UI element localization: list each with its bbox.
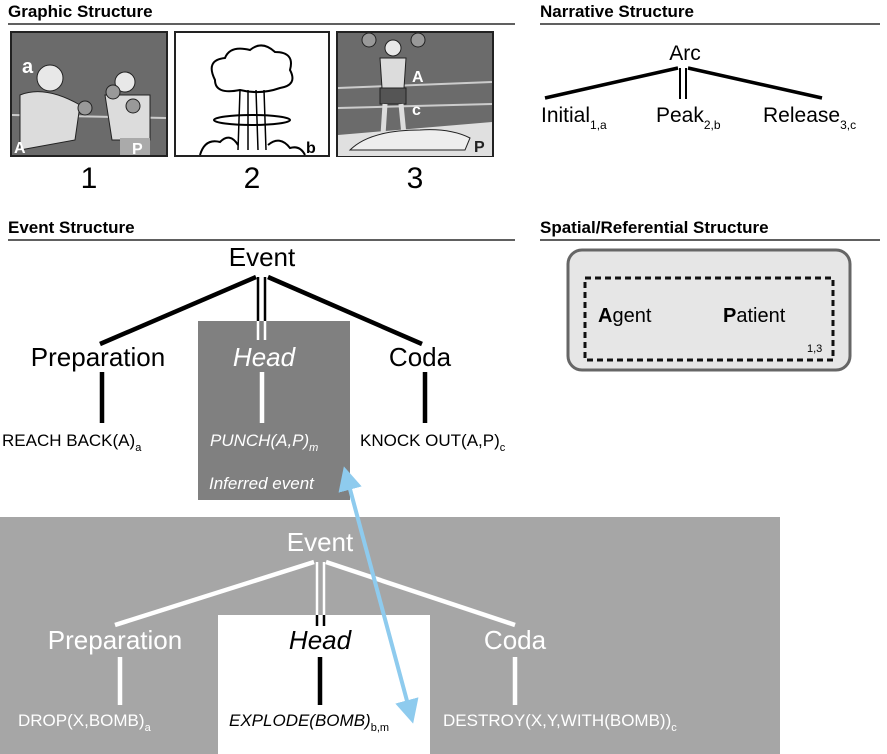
- event-root: Event: [287, 527, 354, 557]
- node-coda: Coda: [389, 342, 452, 372]
- heading-graphic-structure: Graphic Structure: [8, 2, 153, 21]
- comic-panel-3: A c P: [336, 31, 494, 157]
- leaf-punch: PUNCH(A,P)m: [210, 431, 318, 454]
- panel-number-3: 3: [407, 162, 424, 195]
- node-preparation: Preparation: [31, 342, 165, 372]
- head-box: [198, 321, 350, 500]
- heading-event-structure: Event Structure: [8, 218, 135, 237]
- panel-label: P: [474, 139, 485, 156]
- narrative-tree: Arc Initial1,a Peak2,b Release3,c: [541, 42, 856, 132]
- narrative-node-release: Release3,c: [763, 104, 856, 132]
- inferred-event-label: Inferred event: [209, 474, 315, 493]
- patient-label: Patient: [723, 305, 786, 327]
- node-preparation: Preparation: [48, 625, 182, 655]
- node-head: Head: [289, 625, 353, 655]
- panel-number-1: 1: [81, 162, 98, 195]
- leaf-reach-back: REACH BACK(A)a: [2, 431, 142, 454]
- node-head: Head: [233, 342, 297, 372]
- panel-number-2: 2: [244, 162, 261, 195]
- leaf-destroy: DESTROY(X,Y,WITH(BOMB))c: [443, 711, 677, 734]
- panel-label: a: [22, 56, 34, 78]
- leaf-explode: EXPLODE(BOMB)b,m: [229, 711, 389, 734]
- event-tree-top: Event Preparation Head Coda REACH BACK(A…: [2, 242, 506, 500]
- panel-label: b: [306, 140, 316, 157]
- comic-panel-2: b: [174, 31, 330, 157]
- event-root: Event: [229, 242, 296, 272]
- spatial-structure-box: Agent Patient 1,3: [566, 248, 852, 372]
- narrative-node-peak: Peak2,b: [656, 104, 721, 132]
- panel-label: c: [412, 102, 421, 119]
- heading-narrative-structure: Narrative Structure: [540, 2, 694, 21]
- panel-label: A: [14, 140, 26, 157]
- leaf-drop: DROP(X,BOMB)a: [18, 711, 152, 734]
- panel-label: P: [132, 141, 143, 158]
- narrative-root: Arc: [669, 42, 701, 65]
- heading-spatial-structure: Spatial/Referential Structure: [540, 218, 769, 237]
- correspondence-arrow: [338, 466, 419, 724]
- narrative-node-initial: Initial1,a: [541, 104, 607, 132]
- panel-label: A: [412, 69, 424, 86]
- agent-label: Agent: [598, 305, 652, 327]
- comic-panel-1: a A P: [10, 31, 168, 158]
- leaf-knock-out: KNOCK OUT(A,P)c: [360, 431, 506, 454]
- spatial-subscript: 1,3: [807, 343, 822, 355]
- node-coda: Coda: [484, 625, 547, 655]
